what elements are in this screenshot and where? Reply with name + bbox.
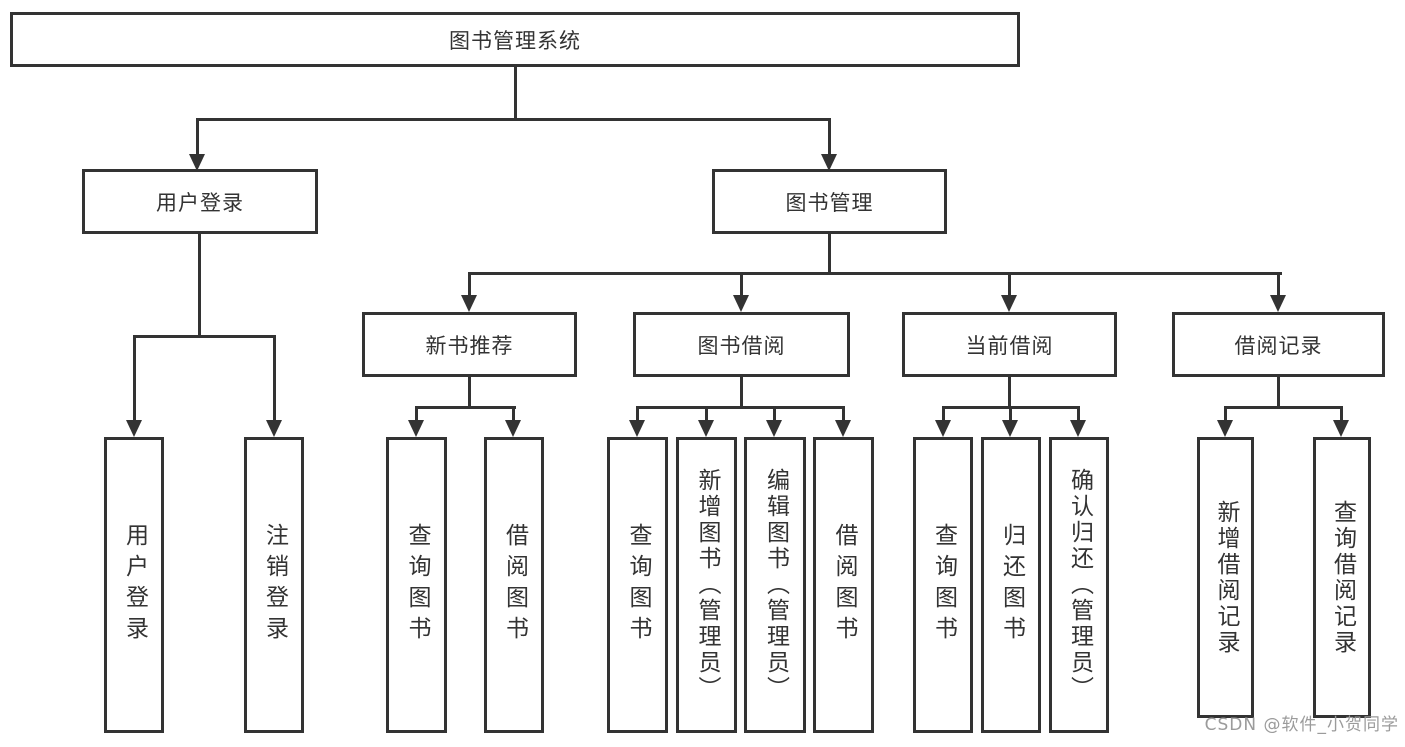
connector-line [196, 118, 831, 121]
arrow-down-icon [698, 420, 714, 437]
connector-line [1277, 377, 1280, 406]
arrow-down-icon [1002, 420, 1018, 437]
connector-line [1277, 272, 1280, 298]
leaf-return-book: 归还图书 [981, 437, 1041, 733]
connector-line [828, 234, 831, 272]
node-borrowing-records: 借阅记录 [1172, 312, 1385, 377]
arrow-down-icon [189, 154, 205, 171]
leaf-query-borrow-record: 查询借阅记录 [1313, 437, 1371, 718]
connector-line [468, 272, 471, 298]
connector-line [198, 234, 201, 335]
leaf-borrow-books-recommend: 借阅图书 [484, 437, 544, 733]
arrow-down-icon [629, 420, 645, 437]
node-library-management-system: 图书管理系统 [10, 12, 1020, 67]
connector-line [1008, 272, 1011, 298]
leaf-borrow-books: 借阅图书 [813, 437, 874, 733]
leaf-query-books-borrowing: 查询图书 [607, 437, 668, 733]
connector-line [636, 406, 639, 423]
node-label: 用户登录 [156, 190, 244, 215]
node-label: 图书管理系统 [449, 28, 581, 53]
arrow-down-icon [1070, 420, 1086, 437]
connector-line [514, 67, 517, 118]
arrow-down-icon [1001, 295, 1017, 312]
arrow-down-icon [835, 420, 851, 437]
leaf-add-book-admin: 新增图书（管理员） [676, 437, 737, 733]
connector-line [740, 377, 743, 406]
connector-line [512, 406, 515, 423]
connector-line [740, 272, 743, 298]
connector-line [705, 406, 708, 423]
arrow-down-icon [1333, 420, 1349, 437]
connector-line [828, 118, 831, 156]
connector-line [468, 272, 1282, 275]
arrow-down-icon [766, 420, 782, 437]
leaf-query-books-recommend: 查询图书 [386, 437, 447, 733]
node-book-borrowing: 图书借阅 [633, 312, 850, 377]
node-book-management: 图书管理 [712, 169, 947, 234]
connector-line [415, 406, 516, 409]
arrow-down-icon [935, 420, 951, 437]
arrow-down-icon [461, 295, 477, 312]
connector-line [273, 335, 276, 421]
connector-line [773, 406, 776, 423]
watermark: CSDN @软件_小贺同学 [1204, 715, 1399, 735]
arrow-down-icon [1217, 420, 1233, 437]
connector-line [842, 406, 845, 423]
leaf-confirm-return-admin: 确认归还（管理员） [1049, 437, 1109, 733]
connector-line [133, 335, 136, 421]
connector-line [415, 406, 418, 423]
connector-line [468, 377, 471, 406]
connector-line [196, 118, 199, 156]
node-label: 新书推荐 [425, 333, 514, 358]
leaf-user-login: 用户登录 [104, 437, 164, 733]
node-label: 当前借阅 [965, 333, 1054, 358]
arrow-down-icon [266, 420, 282, 437]
arrow-down-icon [505, 420, 521, 437]
connector-line [1224, 406, 1227, 423]
connector-line [1077, 406, 1080, 423]
leaf-edit-book-admin: 编辑图书（管理员） [744, 437, 806, 733]
node-new-book-recommend: 新书推荐 [362, 312, 577, 377]
connector-line [133, 335, 276, 338]
leaf-add-borrow-record: 新增借阅记录 [1197, 437, 1254, 718]
connector-line [1224, 406, 1342, 409]
arrow-down-icon [821, 154, 837, 171]
node-label: 图书管理 [785, 190, 874, 215]
connector-line [1008, 377, 1011, 406]
node-label: 借阅记录 [1234, 333, 1323, 358]
arrow-down-icon [1270, 295, 1286, 312]
node-user-login: 用户登录 [82, 169, 318, 234]
node-current-borrowing: 当前借阅 [902, 312, 1117, 377]
connector-line [1009, 406, 1012, 423]
leaf-query-books-current: 查询图书 [913, 437, 973, 733]
arrow-down-icon [408, 420, 424, 437]
connector-line [942, 406, 945, 423]
arrow-down-icon [733, 295, 749, 312]
arrow-down-icon [126, 420, 142, 437]
node-label: 图书借阅 [697, 333, 786, 358]
leaf-logout: 注销登录 [244, 437, 304, 733]
connector-line [636, 406, 845, 409]
connector-line [1340, 406, 1343, 423]
